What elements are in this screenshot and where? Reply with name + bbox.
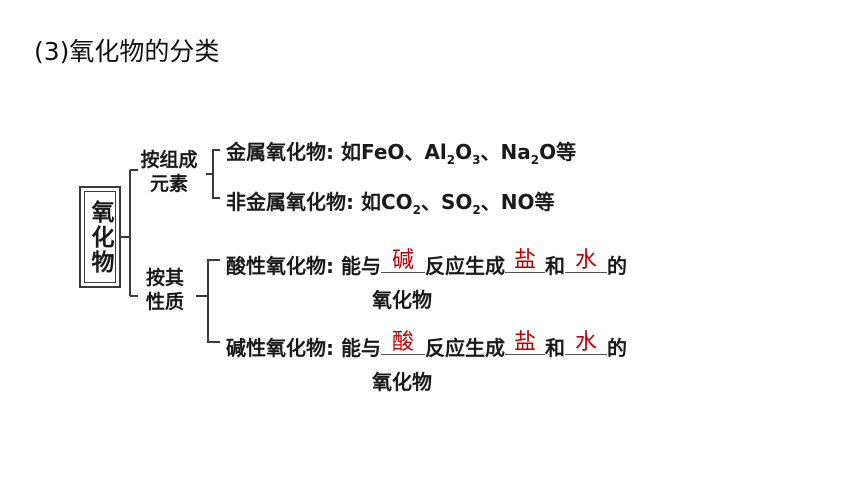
acidic-oxide-row: 酸性氧化物: 能与碱反应生成盐和水的	[226, 250, 627, 279]
text: 反应生成	[424, 336, 505, 360]
answer-blank-1: 碱	[380, 250, 425, 273]
nonmetal-oxide-row: 非金属氧化物: 如CO2、SO2、NO等	[226, 186, 555, 217]
nonmetal-oxide-examples: 如CO2、SO2、NO等	[360, 190, 555, 217]
text: 的	[606, 254, 627, 278]
colon: :	[326, 140, 334, 164]
acidic-oxide-line2: 氧化物	[372, 288, 432, 312]
category-property: 按其 性质	[128, 266, 202, 314]
answer-blank-3: 水	[564, 332, 607, 355]
category-composition-line2: 元素	[149, 173, 188, 195]
category-property-line2: 性质	[145, 291, 184, 313]
answer-blank-2: 盐	[504, 250, 545, 273]
metal-oxide-row: 金属氧化物: 如FeO、Al2O3、Na2O等	[226, 136, 576, 167]
text: 能与	[340, 254, 381, 278]
answer-blank-1: 酸	[380, 332, 425, 355]
basic-oxide-name: 碱性氧化物	[226, 336, 326, 360]
answer-blank-2: 盐	[504, 332, 545, 355]
text: 反应生成	[424, 254, 505, 278]
root-label: 氧化物	[84, 191, 116, 283]
text: 的	[606, 336, 627, 360]
nonmetal-oxide-name: 非金属氧化物	[226, 190, 346, 214]
basic-oxide-row: 碱性氧化物: 能与酸反应生成盐和水的	[226, 332, 627, 361]
colon: :	[326, 336, 334, 360]
category-composition-line1: 按组成	[140, 149, 198, 171]
metal-oxide-examples: 如FeO、Al2O3、Na2O等	[340, 140, 577, 167]
colon: :	[346, 190, 354, 214]
category-property-line1: 按其	[145, 267, 184, 289]
text: 和	[544, 336, 565, 360]
answer-blank-3: 水	[564, 250, 607, 273]
root-node: 氧化物	[79, 186, 121, 288]
text: 和	[544, 254, 565, 278]
page-title: (3)氧化物的分类	[34, 37, 220, 66]
metal-oxide-name: 金属氧化物	[226, 140, 326, 164]
basic-oxide-line2: 氧化物	[372, 370, 432, 394]
text: 能与	[340, 336, 381, 360]
acidic-oxide-name: 酸性氧化物	[226, 254, 326, 278]
colon: :	[326, 254, 334, 278]
category-composition: 按组成 元素	[132, 148, 206, 196]
